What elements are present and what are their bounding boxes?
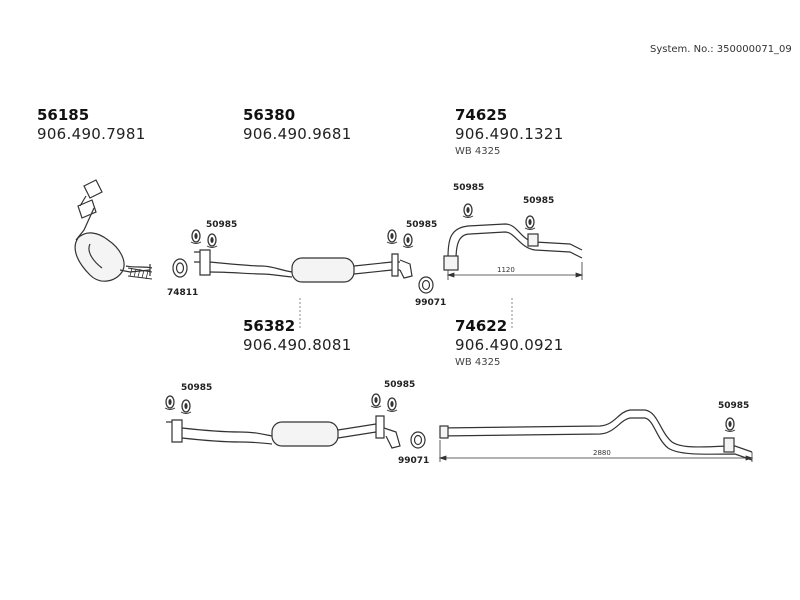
part-wb-code: WB 4325 xyxy=(455,146,501,157)
label-hanger: 50985 xyxy=(453,183,485,193)
hanger-icon xyxy=(370,393,382,409)
middle-silencer-56380 xyxy=(194,249,413,283)
hanger-icon xyxy=(402,233,414,249)
part-reference: 906.490.1321 xyxy=(455,125,564,143)
tail-pipe-74625 xyxy=(443,223,583,271)
dimension-label: 1120 xyxy=(497,266,515,274)
system-number: System. No.: 350000071_09 xyxy=(650,44,792,55)
label-clamp: 74811 xyxy=(167,288,199,298)
hanger-icon xyxy=(180,399,192,415)
dimension-line-lower xyxy=(438,440,754,462)
part-56380: 56380 906.490.9681 xyxy=(243,106,352,144)
part-74622: 74622 906.490.0921 WB 4325 xyxy=(455,317,564,371)
part-number: 74622 xyxy=(455,317,508,335)
tail-pipe-74622 xyxy=(439,409,753,461)
hanger-icon xyxy=(190,229,202,245)
label-hanger: 50985 xyxy=(206,220,238,230)
hanger-icon xyxy=(386,397,398,413)
dimension-line xyxy=(446,262,584,280)
label-hanger: 50985 xyxy=(718,401,750,411)
part-number: 56382 xyxy=(243,317,296,335)
part-number: 56380 xyxy=(243,106,296,124)
part-number: 74625 xyxy=(455,106,508,124)
part-reference: 906.490.8081 xyxy=(243,336,352,354)
dimension-label: 2880 xyxy=(593,449,611,457)
label-hanger: 50985 xyxy=(181,383,213,393)
flex-pipe xyxy=(127,267,153,280)
middle-silencer-56382 xyxy=(166,415,401,449)
part-reference: 906.490.9681 xyxy=(243,125,352,143)
part-reference: 906.490.0921 xyxy=(455,336,564,354)
part-56185: 56185 906.490.7981 xyxy=(37,106,146,144)
part-74625: 74625 906.490.1321 WB 4325 xyxy=(455,106,564,160)
label-hanger: 50985 xyxy=(406,220,438,230)
clamp-99071-lower xyxy=(410,431,426,449)
hanger-icon xyxy=(524,215,536,231)
clamp-99071 xyxy=(418,276,434,294)
part-56382: 56382 906.490.8081 xyxy=(243,317,352,355)
clamp-74811 xyxy=(172,258,188,278)
label-hanger: 50985 xyxy=(523,196,555,206)
part-wb-code: WB 4325 xyxy=(455,357,501,368)
label-clamp: 99071 xyxy=(415,298,447,308)
part-reference: 906.490.7981 xyxy=(37,125,146,143)
hanger-icon xyxy=(462,203,474,219)
hanger-icon xyxy=(206,233,218,249)
label-hanger: 50985 xyxy=(384,380,416,390)
hanger-icon xyxy=(724,417,736,433)
hanger-icon xyxy=(386,229,398,245)
catalytic-converter xyxy=(74,179,153,282)
label-clamp: 99071 xyxy=(398,456,430,466)
hanger-icon xyxy=(164,395,176,411)
part-number: 56185 xyxy=(37,106,90,124)
